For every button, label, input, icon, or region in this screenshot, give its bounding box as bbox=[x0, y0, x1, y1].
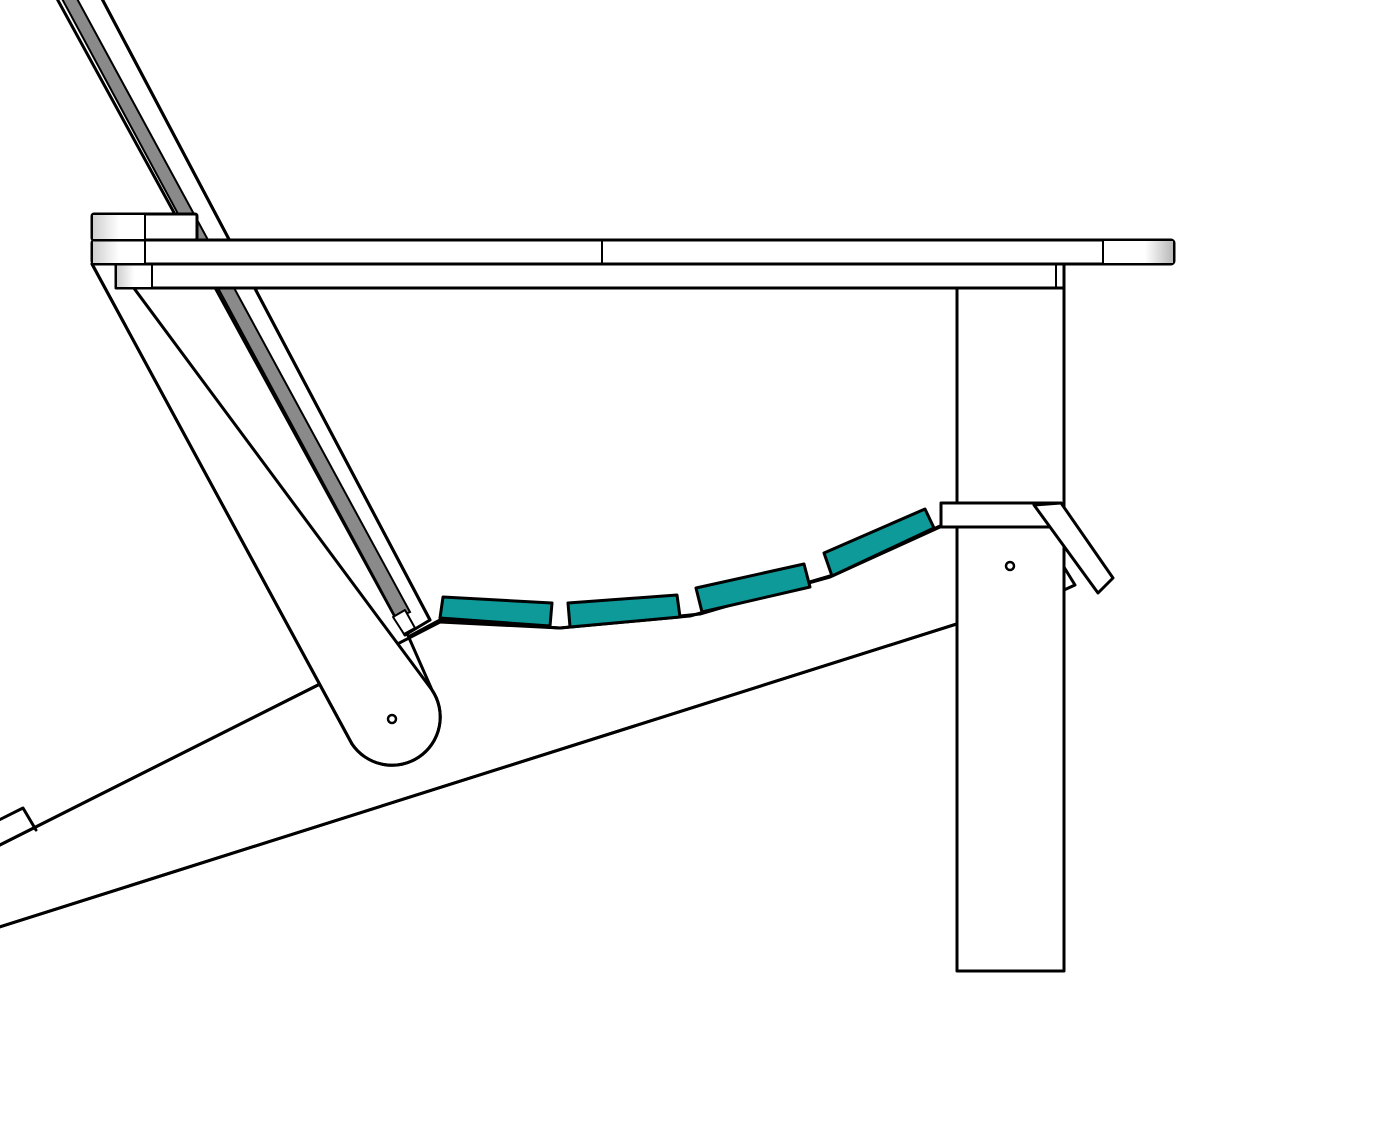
seat-slat-2[interactable] bbox=[566, 593, 682, 629]
front-seat-block bbox=[939, 501, 1115, 595]
front-bolt-icon bbox=[1004, 560, 1016, 572]
seat-slat-1[interactable] bbox=[438, 595, 554, 628]
back-slat bbox=[56, 0, 432, 637]
arm-support bbox=[114, 262, 1066, 290]
rear-bolt-icon bbox=[386, 713, 398, 725]
front-leg bbox=[955, 286, 1066, 973]
stringer bbox=[0, 524, 1077, 929]
seat-slat-3[interactable] bbox=[694, 562, 812, 614]
seat-slat-4[interactable] bbox=[822, 507, 936, 578]
seat-slats bbox=[438, 507, 936, 629]
armrest bbox=[90, 212, 1176, 266]
rear-leg bbox=[90, 262, 442, 767]
back-slat-shadow bbox=[61, 0, 412, 620]
